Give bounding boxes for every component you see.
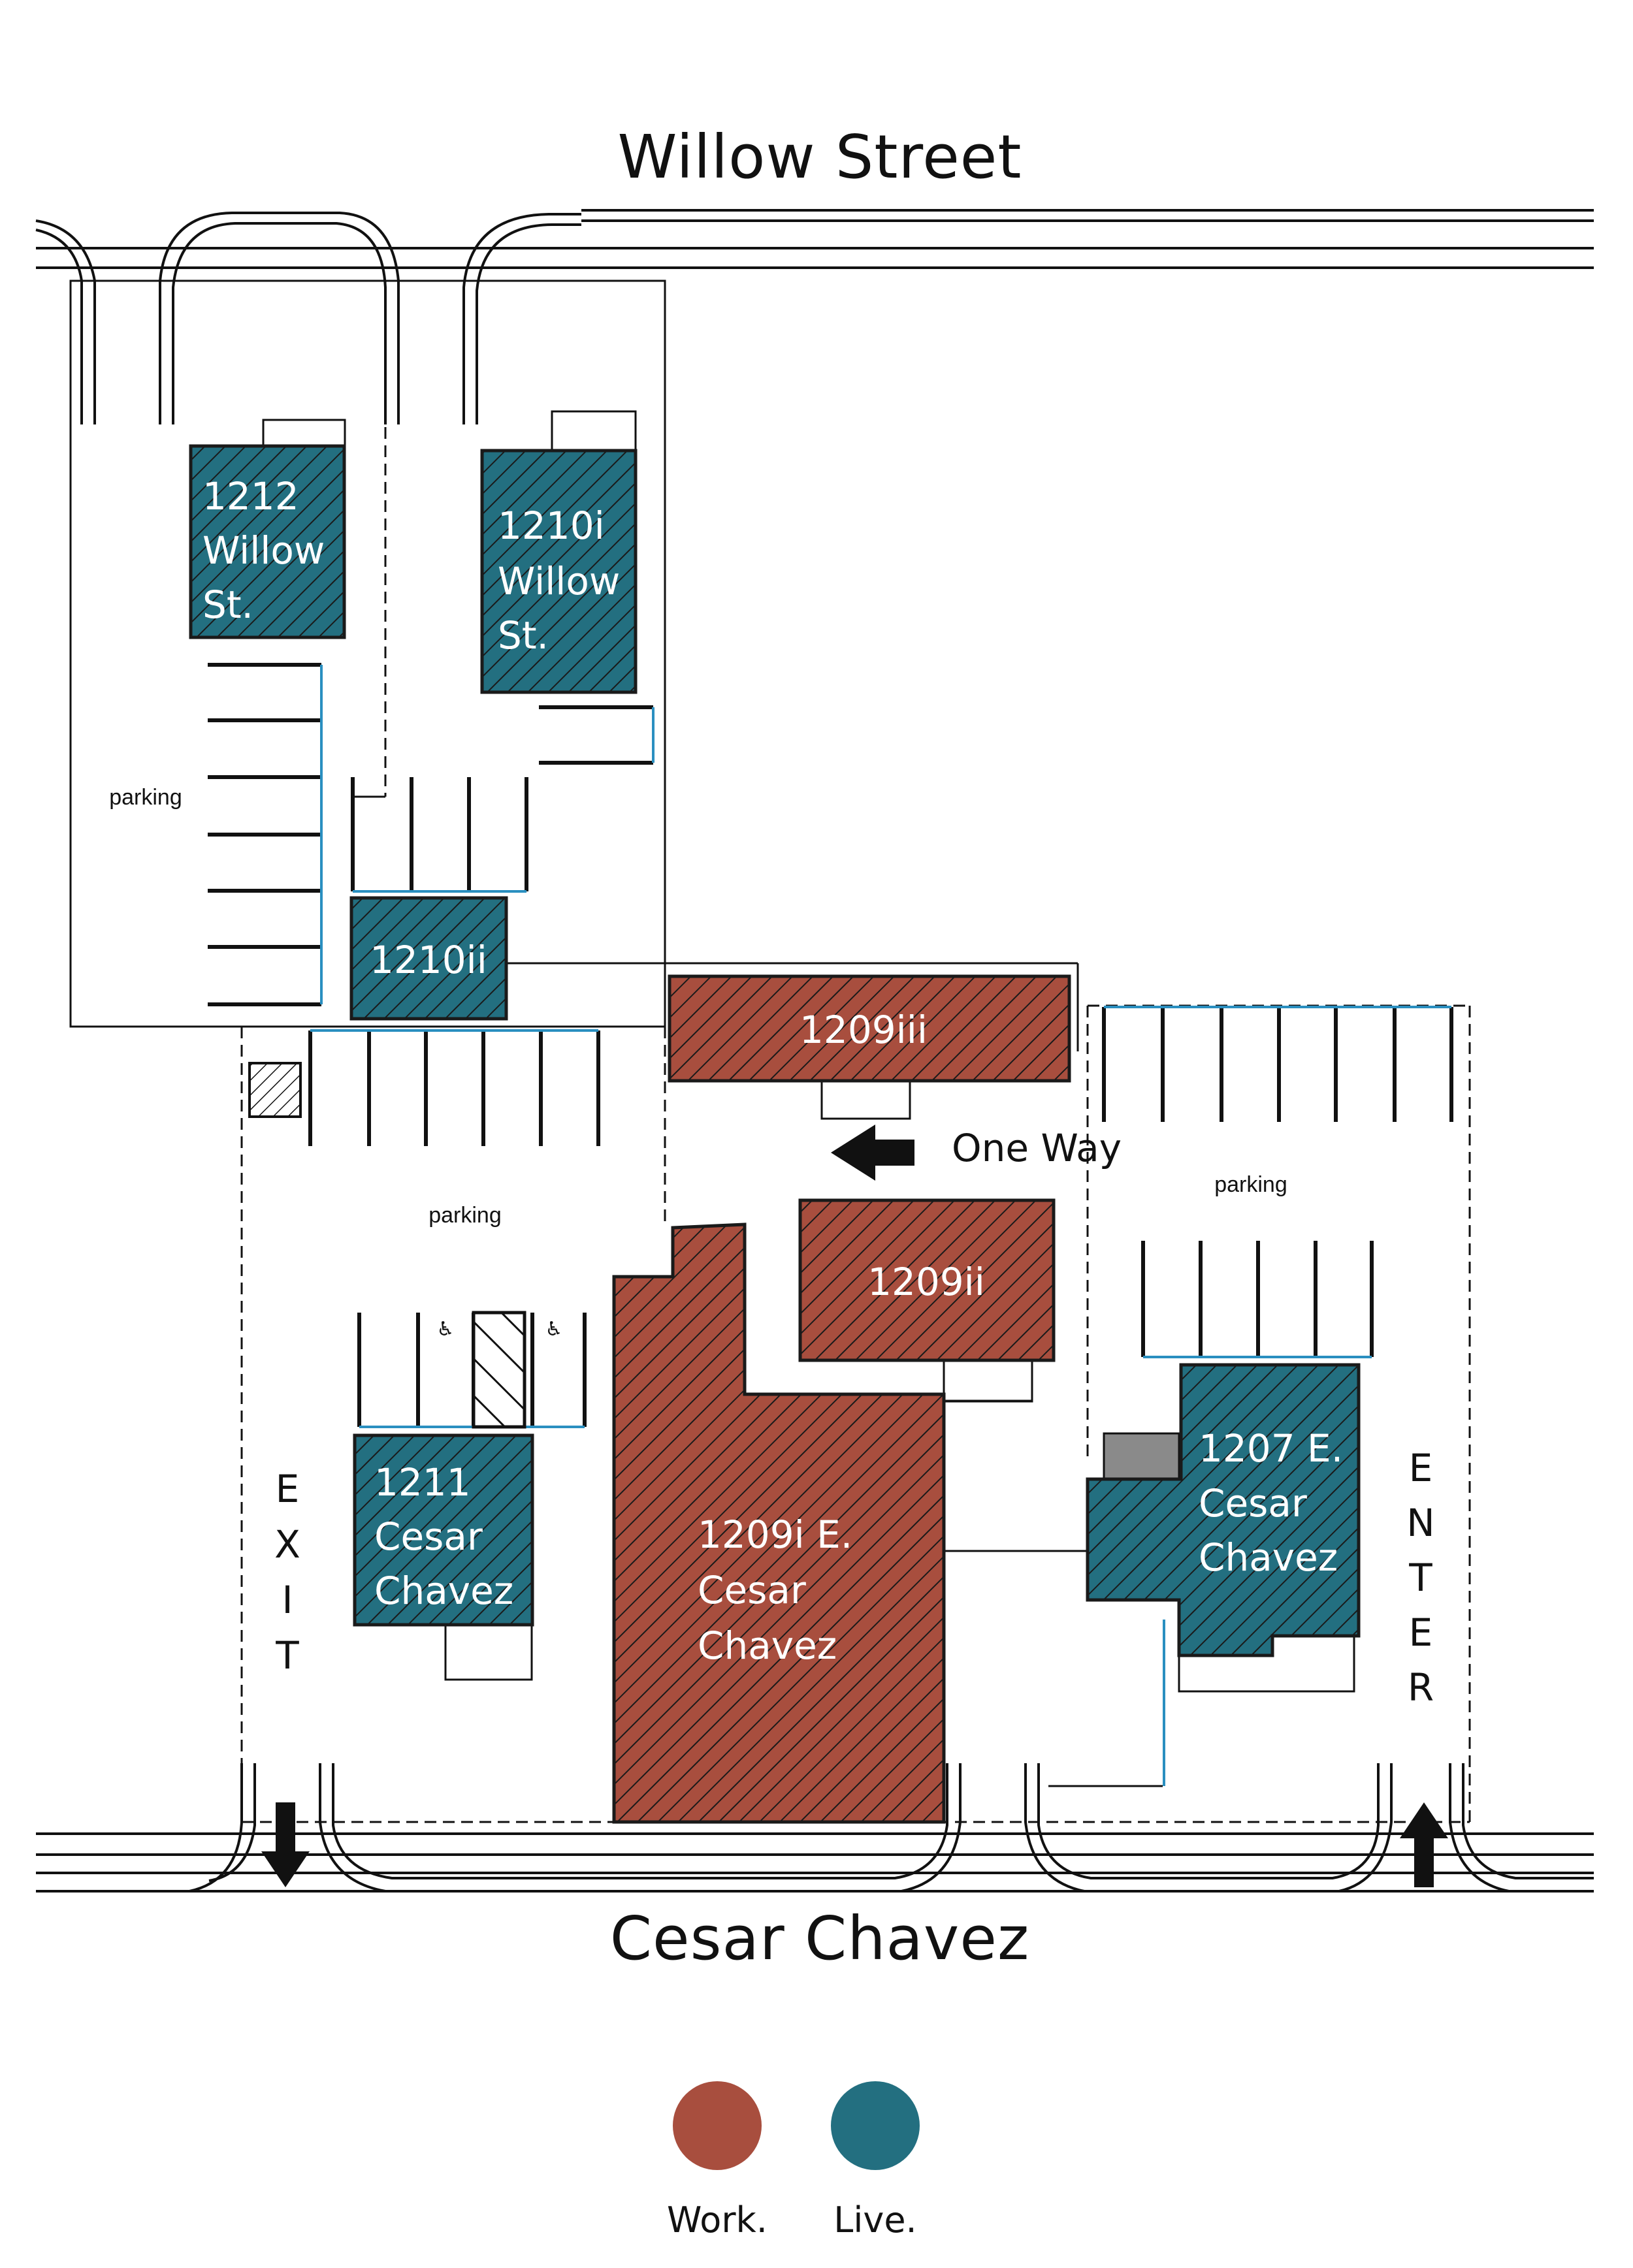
street-name-north: Willow Street [618,122,1022,192]
building-label: Willow [498,559,620,603]
building-label: Cesar [1199,1481,1307,1525]
legend-work-swatch [673,2081,762,2170]
one-way-arrow-icon [831,1125,914,1181]
building-1210i-willow[interactable]: 1210i Willow St. [480,449,638,694]
parking-stalls-upper-center [351,705,655,893]
building-label: St. [202,583,253,627]
building-label: 1210ii [370,938,487,982]
parking-stalls-upper-left [208,663,323,1006]
enter-arrow-icon [1400,1802,1448,1887]
parking-stalls-lower-left [308,1029,600,1428]
building-1209iii[interactable]: 1209iii [668,974,1071,1083]
enter-letter: T [1408,1556,1432,1600]
enter-letter: R [1408,1665,1434,1710]
building-1210ii[interactable]: 1210ii [349,896,508,1021]
building-label: 1211 [374,1460,471,1505]
building-1207-cesar-chavez[interactable]: 1207 E. Cesar Chavez [1086,1363,1361,1657]
street-name-south: Cesar Chavez [610,1904,1029,1973]
building-label: Chavez [374,1569,513,1613]
building-label: Cesar [698,1568,806,1612]
lot-boundaries [69,280,1471,1823]
building-label: St. [498,613,549,658]
exit-arrow-icon [261,1802,310,1887]
building-1209ii[interactable]: 1209ii [798,1198,1056,1362]
building-label: Cesar [374,1514,483,1559]
utility-pad [248,1062,302,1118]
exit-label: E X I T [274,1467,300,1678]
legend-live-label: Live. [833,2199,916,2241]
legend-work-label: Work. [667,2199,768,2241]
building-label: 1209iii [800,1008,928,1052]
legend: Work. Live. [667,2081,920,2241]
building-label: Willow [202,528,325,573]
exit-letter: T [275,1633,299,1678]
building-label: 1209i E. [698,1512,852,1557]
parking-stalls-right [1102,1006,1453,1786]
exit-letter: E [276,1467,300,1511]
one-way-label: One Way [952,1126,1122,1170]
building-1211-cesar-chavez[interactable]: 1211 Cesar Chavez [353,1433,534,1627]
building-label: 1207 E. [1199,1426,1343,1471]
enter-letter: E [1409,1610,1433,1655]
enter-letter: N [1406,1501,1434,1545]
building-1209i-cesar-chavez[interactable]: 1209i E. Cesar Chavez [612,1222,946,1824]
building-label: Chavez [1199,1535,1338,1580]
parking-label-lower-left: parking [428,1203,502,1228]
accessible-stall-marking [472,1311,526,1429]
building-label: Chavez [698,1623,837,1668]
wheelchair-icon: ♿ [545,1318,563,1341]
parking-label-upper-left: parking [109,785,182,810]
enter-label: E N T E R [1406,1446,1434,1710]
willow-street-road [35,209,1594,424]
building-1212-willow[interactable]: 1212 Willow St. [189,444,346,639]
building-label: 1209ii [867,1260,985,1304]
legend-live-swatch [831,2081,920,2170]
enter-letter: E [1409,1446,1433,1490]
exit-letter: I [282,1578,293,1622]
building-label: 1210i [498,503,605,548]
building-label: 1212 [202,474,299,519]
parking-label-right: parking [1214,1172,1287,1197]
exit-letter: X [274,1522,300,1567]
wheelchair-icon: ♿ [437,1318,455,1341]
